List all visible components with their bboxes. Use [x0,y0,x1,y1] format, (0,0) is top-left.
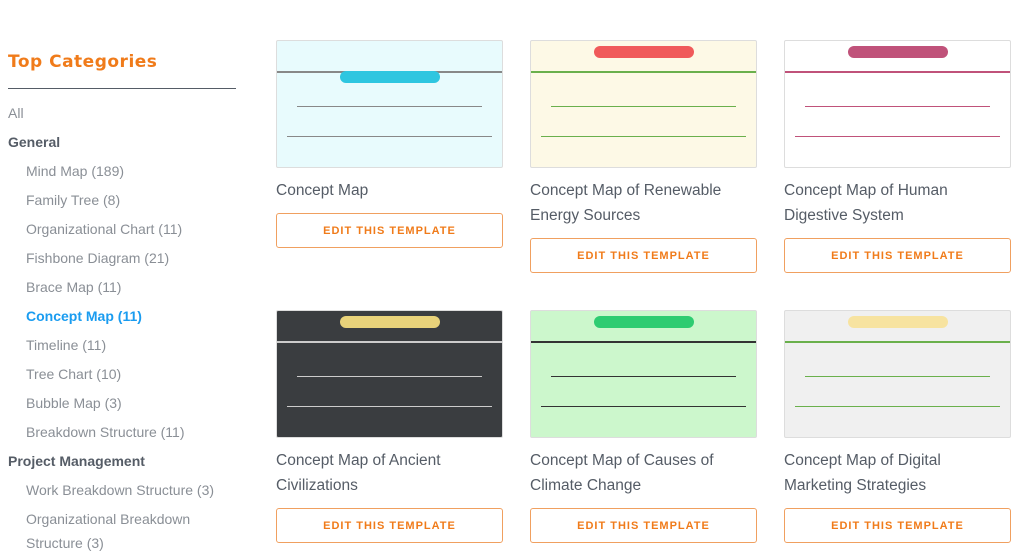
template-card: Concept Map of Ancient Civilizations EDI… [276,310,503,543]
diagram-line [277,341,502,343]
sidebar-item[interactable]: Work Breakdown Structure (3) [26,482,215,498]
template-card: Concept Map EDIT THIS TEMPLATE [276,40,503,248]
sidebar-item[interactable]: Bubble Map (3) [26,395,122,411]
diagram-line [531,71,756,73]
diagram-line [541,136,746,137]
edit-template-button[interactable]: EDIT THIS TEMPLATE [276,213,503,248]
diagram-line [785,71,1010,73]
template-title[interactable]: Concept Map of Renewable Energy Sources [530,182,722,224]
sidebar-item[interactable]: Brace Map (11) [26,279,122,295]
sidebar-item[interactable]: Timeline (11) [26,337,107,353]
edit-template-button[interactable]: EDIT THIS TEMPLATE [276,508,503,543]
diagram-line [795,136,1000,137]
template-thumbnail[interactable] [784,310,1011,438]
diagram-root-node [339,316,440,328]
diagram-root-node [847,316,948,328]
edit-template-button[interactable]: EDIT THIS TEMPLATE [530,238,757,273]
template-title[interactable]: Concept Map of Causes of Climate Change [530,452,714,494]
sidebar-item[interactable]: Mind Map (189) [26,163,125,179]
template-card: Concept Map of Causes of Climate Change … [530,310,757,543]
sidebar-item[interactable]: Organizational Breakdown Structure (3) [26,511,191,551]
diagram-line [297,376,482,377]
template-thumbnail[interactable] [276,40,503,168]
diagram-line [531,341,756,343]
diagram-root-node [847,46,948,58]
sidebar-item[interactable]: All [8,105,24,121]
edit-template-button[interactable]: EDIT THIS TEMPLATE [784,508,1011,543]
sidebar-item[interactable]: Concept Map (11) [26,308,142,324]
divider [8,88,236,89]
sidebar-item[interactable]: Fishbone Diagram (21) [26,250,170,266]
sidebar-item[interactable]: Organizational Chart (11) [26,221,183,237]
diagram-line [287,136,492,137]
template-thumbnail[interactable] [530,310,757,438]
template-thumbnail[interactable] [784,40,1011,168]
edit-template-button[interactable]: EDIT THIS TEMPLATE [784,238,1011,273]
sidebar-item[interactable]: Family Tree (8) [26,192,121,208]
diagram-line [297,106,482,107]
diagram-root-node [593,316,694,328]
diagram-line [805,106,990,107]
diagram-root-node [593,46,694,58]
diagram-line [287,406,492,407]
template-thumbnail[interactable] [276,310,503,438]
edit-template-button[interactable]: EDIT THIS TEMPLATE [530,508,757,543]
sidebar-item[interactable]: Breakdown Structure (11) [26,424,185,440]
template-card: Concept Map of Human Digestive System ED… [784,40,1011,273]
diagram-line [805,376,990,377]
sidebar-heading: Top Categories [8,52,158,72]
diagram-line [551,376,736,377]
template-card: Concept Map of Digital Marketing Strateg… [784,310,1011,543]
sidebar-item[interactable]: Project Management [8,453,145,469]
sidebar-item[interactable]: General [8,134,61,150]
template-thumbnail[interactable] [530,40,757,168]
diagram-line [785,341,1010,343]
template-card: Concept Map of Renewable Energy Sources … [530,40,757,273]
diagram-line [541,406,746,407]
template-title[interactable]: Concept Map of Human Digestive System [784,182,948,224]
template-title[interactable]: Concept Map [276,182,369,199]
template-title[interactable]: Concept Map of Digital Marketing Strateg… [784,452,941,494]
diagram-line [795,406,1000,407]
diagram-line [551,106,736,107]
sidebar-item[interactable]: Tree Chart (10) [26,366,122,382]
template-title[interactable]: Concept Map of Ancient Civilizations [276,452,441,494]
diagram-root-node [339,71,440,83]
